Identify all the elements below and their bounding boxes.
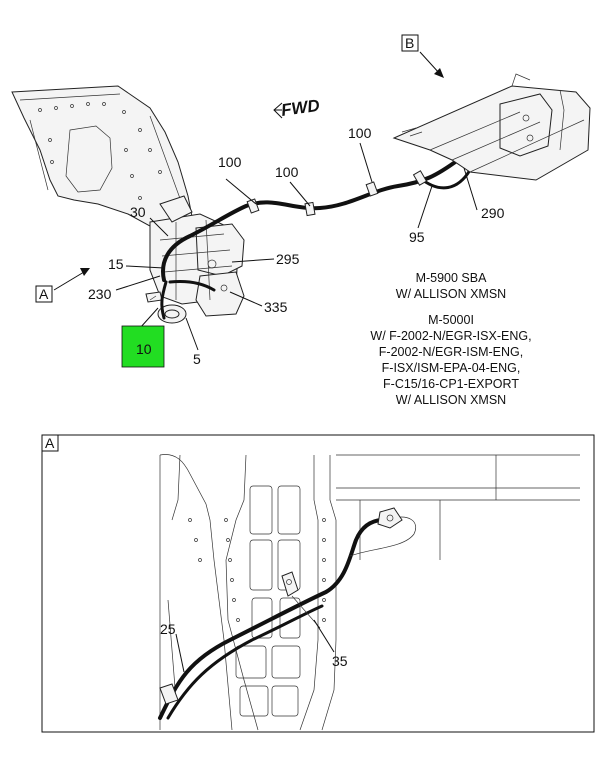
fwd-label: FWD [280, 96, 321, 120]
harness-clips [246, 170, 428, 217]
callout-295: 295 [276, 251, 300, 267]
callout-30: 30 [130, 204, 146, 220]
note-m5000-line6: W/ ALLISON XMSN [396, 393, 506, 407]
note-m5000-line1: M-5000I [428, 313, 474, 327]
callout-290: 290 [481, 205, 505, 221]
frame-rail [11, 85, 196, 241]
fwd-arrow-icon [273, 102, 283, 119]
battery-box [392, 73, 591, 181]
note-m5000-line3: F-2002-N/EGR-ISM-ENG, [379, 345, 523, 359]
view-ref-b-arrow-icon [434, 68, 444, 78]
detail-terminal-top [377, 507, 403, 529]
detail-terminal-mid [281, 571, 321, 629]
note-sba-line1: M-5900 SBA [416, 271, 488, 285]
callout-10: 10 [136, 341, 152, 357]
view-ref-a: A [35, 268, 90, 303]
callout-335: 335 [264, 299, 288, 315]
frame-rail-cutout [65, 125, 113, 193]
detail-cable-main [158, 518, 386, 720]
view-ref-b: B [401, 34, 444, 78]
callout-100-left: 100 [218, 154, 242, 170]
application-notes: M-5900 SBA W/ ALLISON XMSN M-5000I W/ F-… [370, 271, 531, 407]
callout-100-mid: 100 [275, 164, 299, 180]
callout-100-right: 100 [348, 125, 372, 141]
fwd-indicator: FWD [273, 96, 321, 120]
view-ref-a-arrow-icon [80, 268, 90, 276]
detail-rivets [188, 518, 326, 622]
detail-view-a: A [41, 434, 595, 733]
detail-cable-secondary [166, 604, 324, 720]
detail-clip-lower [159, 683, 179, 705]
harness-bracket [159, 195, 193, 223]
view-ref-b-label: B [405, 35, 414, 51]
detail-view-label: A [45, 435, 55, 451]
callout-95: 95 [409, 229, 425, 245]
callout-25: 25 [160, 621, 176, 637]
note-m5000-line5: F-C15/16-CP1-EXPORT [383, 377, 519, 391]
detail-cable-lead [349, 516, 416, 557]
note-sba-line2: W/ ALLISON XMSN [396, 287, 506, 301]
callout-15: 15 [108, 256, 124, 272]
leader-lines [115, 142, 478, 351]
main-view: FWD B A [11, 34, 591, 407]
callout-5: 5 [193, 351, 201, 367]
note-m5000-line2: W/ F-2002-N/EGR-ISX-ENG, [370, 329, 531, 343]
harness-starter-lead [160, 280, 216, 320]
view-ref-a-label: A [39, 286, 49, 302]
note-m5000-line4: F-ISX/ISM-EPA-04-ENG, [382, 361, 521, 375]
callout-35: 35 [332, 653, 348, 669]
detail-rail [159, 454, 580, 731]
callout-230: 230 [88, 286, 112, 302]
callout-10-highlight[interactable]: 10 [121, 325, 165, 368]
frame-rail-rivets [38, 102, 162, 200]
